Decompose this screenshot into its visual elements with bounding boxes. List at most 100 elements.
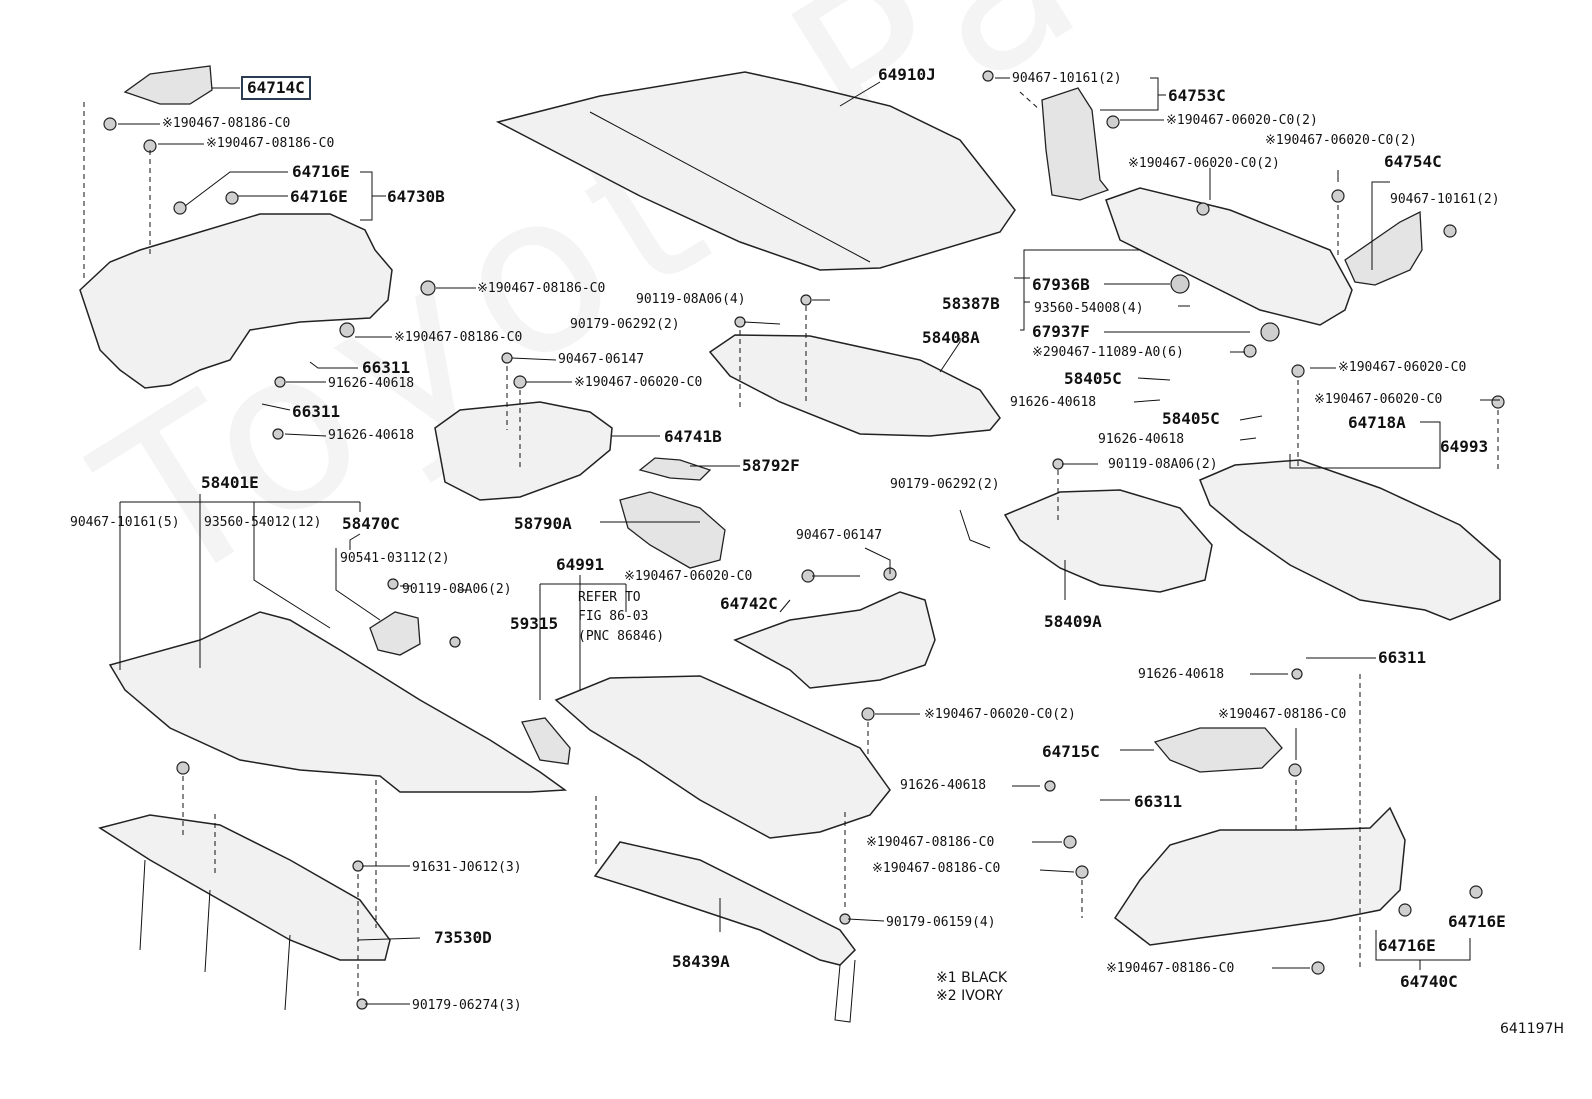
figure-id: 641197H [1500,1021,1564,1037]
clip-icon [800,294,812,306]
part-number-58408A[interactable]: 58408A [922,328,980,347]
part-64910J-tonneau-cover [495,71,1016,271]
part-number-66311[interactable]: 66311 [292,402,341,421]
clip-number-label: 90119-08A06(2) [1108,457,1218,472]
part-number-58401E[interactable]: 58401E [201,473,259,492]
clip-icon [1044,780,1056,792]
part-64740C-right-trim [1113,806,1406,946]
clip-number-label: 93560-54012(12) [204,515,322,530]
clip-icon [982,70,994,82]
part-58409A-deck-board [1003,489,1213,593]
clip-icon [1331,189,1345,203]
part-number-64741B[interactable]: 64741B [664,427,722,446]
clip-number-label: 93560-54008(4) [1034,301,1144,316]
clip-number-label: 90541-03112(2) [340,551,450,566]
part-number-58405C[interactable]: 58405C [1162,409,1220,428]
part-number-64716E[interactable]: 64716E [1448,912,1506,931]
clip-icon [1170,274,1190,294]
part-number-64910J[interactable]: 64910J [878,65,936,84]
clip-number-label: ※190467-08186-C0 [866,835,995,850]
clip-number-label: 90179-06159(4) [886,915,996,930]
part-number-64716E[interactable]: 64716E [292,162,350,181]
part-number-58470C[interactable]: 58470C [342,514,400,533]
clip-icon [449,636,461,648]
part-number-58792F[interactable]: 58792F [742,456,800,475]
clip-icon [103,117,117,131]
part-number-64716E[interactable]: 64716E [290,187,348,206]
clip-number-label: ※190467-08186-C0 [206,136,335,151]
clip-icon [1288,763,1302,777]
part-number-67937F[interactable]: 67937F [1032,322,1090,341]
part-number-64718A[interactable]: 64718A [1348,413,1406,432]
part-number-58790A[interactable]: 58790A [514,514,572,533]
bolt-number-label: 91626-40618 [328,376,415,391]
color-legend: ※1 BLACK ※2 IVORY [936,969,1007,1005]
part-number-64715C[interactable]: 64715C [1042,742,1100,761]
part-58401E-deck-board [108,611,568,793]
clip-icon [1063,835,1077,849]
clip-number-label: 90179-06274(3) [412,998,522,1013]
part-number-66311[interactable]: 66311 [1378,648,1427,667]
part-number-64730B[interactable]: 64730B [387,187,445,206]
bolt-number-label: 91626-40618 [1098,432,1185,447]
part-number-64754C[interactable]: 64754C [1384,152,1442,171]
clip-number-label: ※190467-08186-C0 [1106,961,1235,976]
clip-number-label: ※190467-06020-C0(2) [1128,156,1280,171]
part-number-73530D[interactable]: 73530D [434,928,492,947]
clip-number-label: 90467-10161(5) [70,515,180,530]
clip-number-label: 90467-06147 [796,528,883,543]
clip-number-label: ※190467-06020-C0(2) [924,707,1076,722]
part-number-64716E[interactable]: 64716E [1378,936,1436,955]
part-number-64740C[interactable]: 64740C [1400,972,1458,991]
bolt-number-label: 91626-40618 [1010,395,1097,410]
clip-icon [272,428,284,440]
part-number-59315[interactable]: 59315 [510,614,559,633]
part-number-64742C[interactable]: 64742C [720,594,778,613]
part-58470C-bracket [369,611,421,656]
clip-number-label: 90119-08A06(2) [402,582,512,597]
reference-note: REFER TO [578,590,641,605]
part-58439A-rail [593,841,856,966]
clip-icon [274,376,286,388]
clip-icon [1075,865,1089,879]
part-number-58405C[interactable]: 58405C [1064,369,1122,388]
clip-number-label: 90179-06292(2) [570,317,680,332]
clip-number-label: 91631-J0612(3) [412,860,522,875]
clip-icon [1196,202,1210,216]
part-64714C-cover [123,65,213,105]
clip-icon [1443,224,1457,238]
clip-number-label: ※190467-06020-C0 [624,569,753,584]
part-59315-spacer [521,717,571,765]
part-64742C-tray [733,591,936,689]
clip-number-label: 90467-10161(2) [1390,192,1500,207]
part-number-64993[interactable]: 64993 [1440,437,1489,456]
legend-item: ※2 IVORY [936,988,1003,1004]
part-number-64991[interactable]: 64991 [556,555,605,574]
part-number-66311[interactable]: 66311 [1134,792,1183,811]
legend-item: ※1 BLACK [936,970,1008,986]
part-number-58387B[interactable]: 58387B [942,294,1000,313]
clip-icon [1311,961,1325,975]
part-number-67936B[interactable]: 67936B [1032,275,1090,294]
part-number-64753C[interactable]: 64753C [1168,86,1226,105]
part-number-64714C[interactable]: 64714C [241,76,311,100]
part-number-58439A[interactable]: 58439A [672,952,730,971]
clip-icon [420,280,436,296]
bolt-number-label: 91626-40618 [328,428,415,443]
clip-icon [352,860,364,872]
clip-number-label: 90119-08A06(4) [636,292,746,307]
clip-number-label: ※190467-06020-C0 [1338,360,1467,375]
clip-icon [734,316,746,328]
part-58387B-scuff-plate [1105,187,1353,326]
clip-number-label: ※190467-08186-C0 [1218,707,1347,722]
clip-icon [1052,458,1064,470]
part-number-58409A[interactable]: 58409A [1044,612,1102,631]
part-number-66311[interactable]: 66311 [362,358,411,377]
clip-icon [1398,903,1412,917]
clip-icon [1291,364,1305,378]
part-64741B-tray [434,401,613,501]
part-64730B-left-trim [79,213,393,389]
clip-number-label: 90179-06292(2) [890,477,1000,492]
reference-note: (PNC 86846) [578,629,665,644]
